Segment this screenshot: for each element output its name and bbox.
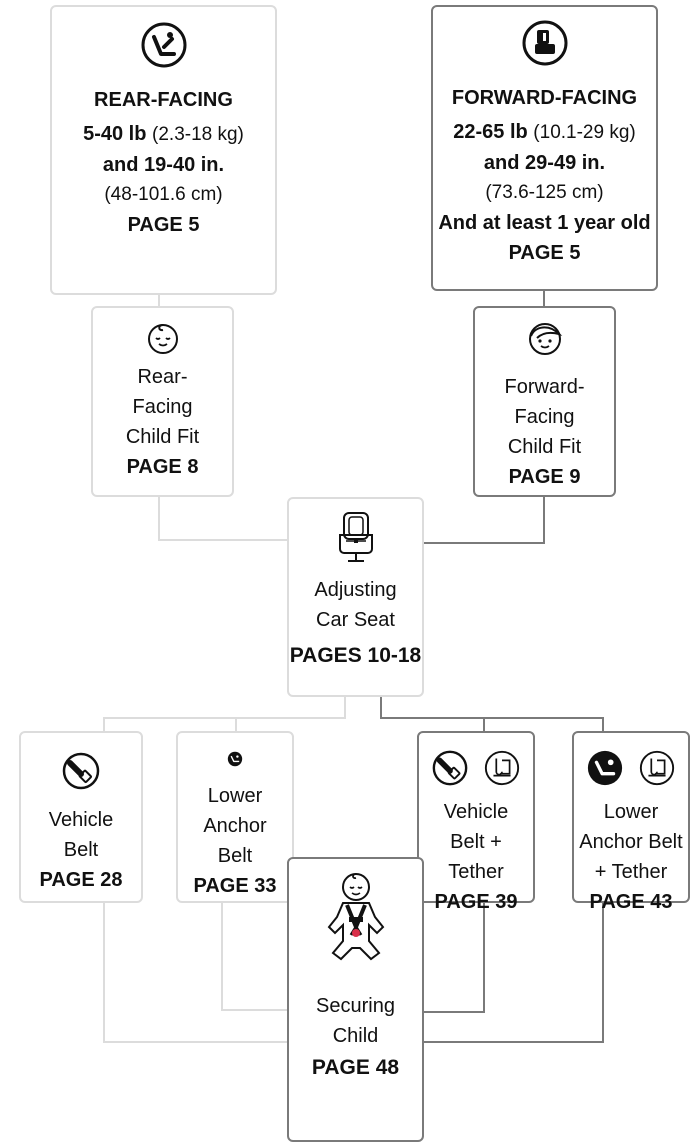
rear-facing-seat-icon — [141, 22, 186, 68]
vehicle-belt-page[interactable]: PAGE 28 — [39, 869, 123, 891]
anchor-tether-line1: Lower — [603, 801, 659, 823]
lower-anchor-tether-card[interactable]: Lower Anchor Belt + Tether PAGE 43 — [572, 731, 690, 913]
connector-adjusting-to-tether — [380, 697, 604, 731]
securing-child-line1: Securing — [316, 995, 395, 1017]
forward-child-fit-line1: Forward- — [504, 376, 585, 398]
vehicle-belt-line2: Belt — [63, 839, 99, 861]
lower-anchor-belt-card[interactable]: Lower Anchor Belt PAGE 33 — [176, 731, 294, 903]
forward-facing-card[interactable]: FORWARD-FACING 22-65 lb (10.1-29 kg) and… — [431, 5, 658, 291]
rear-child-fit-line3: Child Fit — [125, 426, 200, 448]
connector-forwardfit-to-adjusting — [424, 497, 545, 544]
connector-vehicle-belt-to-securing — [103, 903, 287, 1043]
connector-rearfit-to-adjusting — [158, 497, 287, 541]
vehicle-tether-page[interactable]: PAGE 39 — [434, 891, 518, 913]
lower-anchor-line2: Anchor — [203, 815, 267, 837]
anchor-tether-line3: + Tether — [594, 861, 668, 883]
forward-facing-weight-metric: (10.1-29 kg) — [533, 122, 636, 143]
adjusting-car-seat-card[interactable]: Adjusting Car Seat PAGES 10-18 — [287, 497, 424, 697]
tether-anchor-icon — [484, 750, 520, 786]
vehicle-belt-icon — [432, 750, 468, 786]
forward-facing-height-metric: (73.6-125 cm) — [485, 182, 604, 203]
forward-facing-age: And at least 1 year old — [438, 212, 651, 234]
adjusting-line2: Car Seat — [316, 609, 395, 631]
forward-facing-title: FORWARD-FACING — [451, 87, 638, 109]
forward-child-fit-page[interactable]: PAGE 9 — [508, 466, 581, 488]
adjusting-line1: Adjusting — [314, 579, 397, 601]
vehicle-tether-line1: Vehicle — [443, 801, 509, 823]
lower-anchor-icon — [227, 751, 243, 767]
rear-facing-weight-metric: (2.3-18 kg) — [152, 124, 244, 145]
connector-vehicle-tether-to-securing — [424, 903, 485, 1013]
rear-child-fit-line2: Facing — [132, 396, 193, 418]
tether-anchor-icon — [639, 750, 675, 786]
lower-anchor-line3: Belt — [217, 845, 253, 867]
rear-child-fit-card[interactable]: Rear- Facing Child Fit PAGE 8 — [91, 306, 234, 497]
anchor-tether-line2: Anchor Belt — [579, 831, 683, 853]
vehicle-tether-line2: Belt + — [450, 831, 502, 853]
car-seat-icon — [338, 512, 373, 562]
connector-lower-anchor-to-securing — [221, 903, 287, 1011]
rear-facing-weight: 5-40 lb — [83, 123, 147, 145]
forward-facing-seat-icon — [522, 20, 567, 66]
rear-facing-title: REAR-FACING — [94, 89, 233, 111]
vehicle-belt-line1: Vehicle — [48, 809, 114, 831]
baby-face-icon — [147, 324, 178, 354]
rear-facing-page[interactable]: PAGE 5 — [127, 214, 200, 236]
rear-facing-height: and 19-40 in. — [102, 154, 225, 176]
forward-child-fit-card[interactable]: Forward- Facing Child Fit PAGE 9 — [473, 306, 616, 497]
forward-facing-page[interactable]: PAGE 5 — [508, 242, 581, 264]
child-face-icon — [528, 323, 562, 355]
forward-facing-height: and 29-49 in. — [483, 152, 606, 174]
lower-anchor-page[interactable]: PAGE 33 — [193, 875, 277, 897]
forward-child-fit-line2: Facing — [514, 406, 575, 428]
rear-child-fit-page[interactable]: PAGE 8 — [126, 456, 199, 478]
anchor-tether-page[interactable]: PAGE 43 — [589, 891, 673, 913]
securing-child-line2: Child — [332, 1025, 379, 1047]
rear-facing-height-metric: (48-101.6 cm) — [104, 184, 223, 205]
vehicle-belt-card[interactable]: Vehicle Belt PAGE 28 — [19, 731, 143, 903]
vehicle-tether-line3: Tether — [448, 861, 504, 883]
securing-child-card[interactable]: Securing Child PAGE 48 — [287, 857, 424, 1142]
forward-child-fit-line3: Child Fit — [507, 436, 582, 458]
rear-facing-card[interactable]: REAR-FACING 5-40 lb (2.3-18 kg) and 19-4… — [50, 5, 277, 295]
forward-facing-weight: 22-65 lb — [453, 121, 528, 143]
lower-anchor-line1: Lower — [207, 785, 263, 807]
adjusting-page[interactable]: PAGES 10-18 — [289, 644, 422, 667]
vehicle-belt-tether-card[interactable]: Vehicle Belt + Tether PAGE 39 — [417, 731, 535, 913]
lower-anchor-icon — [587, 750, 623, 786]
harnessed-baby-icon — [327, 873, 384, 961]
securing-child-page[interactable]: PAGE 48 — [311, 1056, 400, 1079]
connector-adjusting-to-vehicle-belt — [103, 697, 346, 731]
vehicle-belt-icon — [62, 752, 100, 790]
rear-child-fit-line1: Rear- — [137, 366, 188, 388]
connector-anchor-tether-to-securing — [424, 903, 604, 1043]
